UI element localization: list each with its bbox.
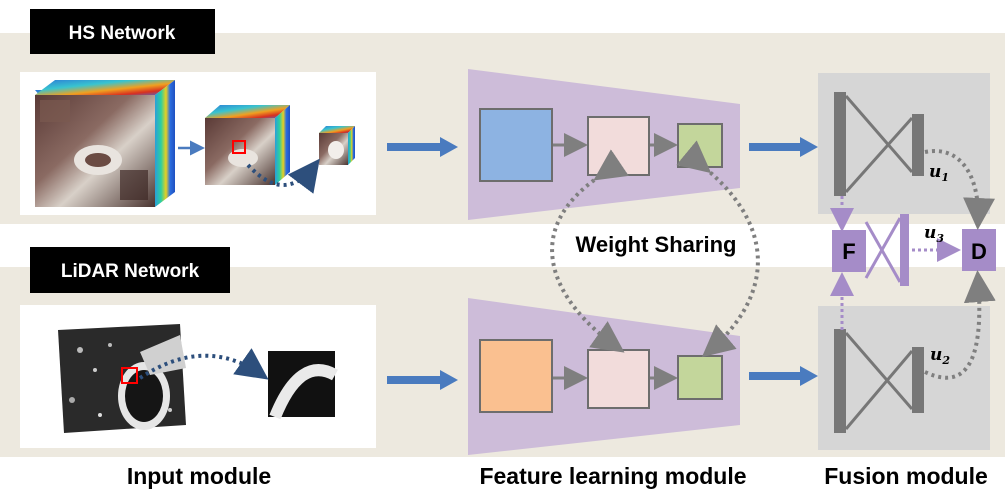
feature-module-label: Feature learning module [479, 463, 746, 489]
u2-label: u2 [930, 345, 950, 367]
hs-patch-curve [246, 158, 320, 194]
lidar-patch [268, 351, 338, 420]
feature-to-fusion-arrow-lidar [749, 366, 818, 386]
hs-autoencoder-icon [834, 92, 924, 196]
u1-label: u1 [929, 162, 949, 184]
input-to-feature-arrow-hs [387, 137, 458, 157]
u3-label: u3 [924, 223, 944, 245]
input-to-feature-arrow-lidar [387, 370, 458, 390]
feature-to-fusion-arrow-hs [749, 137, 818, 157]
hs-output-layer-block [677, 123, 723, 168]
fusion-node-d-label: D [971, 239, 987, 264]
hs-network-label-box [30, 9, 215, 54]
lidar-network-label: LiDAR Network [61, 261, 200, 282]
hs-hidden-layer-block [587, 116, 650, 176]
weight-sharing-curve-right [676, 140, 760, 358]
fusion-node-d [962, 229, 996, 271]
weight-sharing-label: Weight Sharing [576, 232, 737, 257]
hs-cube-small [319, 126, 355, 165]
input-module-label: Input module [127, 463, 271, 489]
fusion-module-label: Fusion module [824, 463, 988, 489]
lidar-autoencoder-icon [834, 329, 924, 433]
fusion-node-f-label: F [842, 239, 855, 264]
lidar-input-layer-block [479, 339, 553, 413]
hs-patch-marker [232, 140, 246, 154]
fusion-node-f [832, 230, 866, 272]
fusion-autoencoder-icon [864, 214, 909, 286]
weight-sharing-curve-left [550, 149, 629, 353]
lidar-patch-marker [121, 367, 138, 384]
hs-cube-large [35, 80, 175, 207]
lidar-network-label-box [30, 247, 230, 293]
lidar-patch-curve [138, 348, 269, 380]
lidar-output-layer-block [677, 355, 723, 400]
lidar-hidden-layer-block [587, 349, 650, 409]
hs-network-label: HS Network [69, 23, 176, 44]
hs-input-layer-block [479, 108, 553, 182]
lidar-image [58, 324, 186, 433]
hs-cube-medium [205, 105, 290, 185]
